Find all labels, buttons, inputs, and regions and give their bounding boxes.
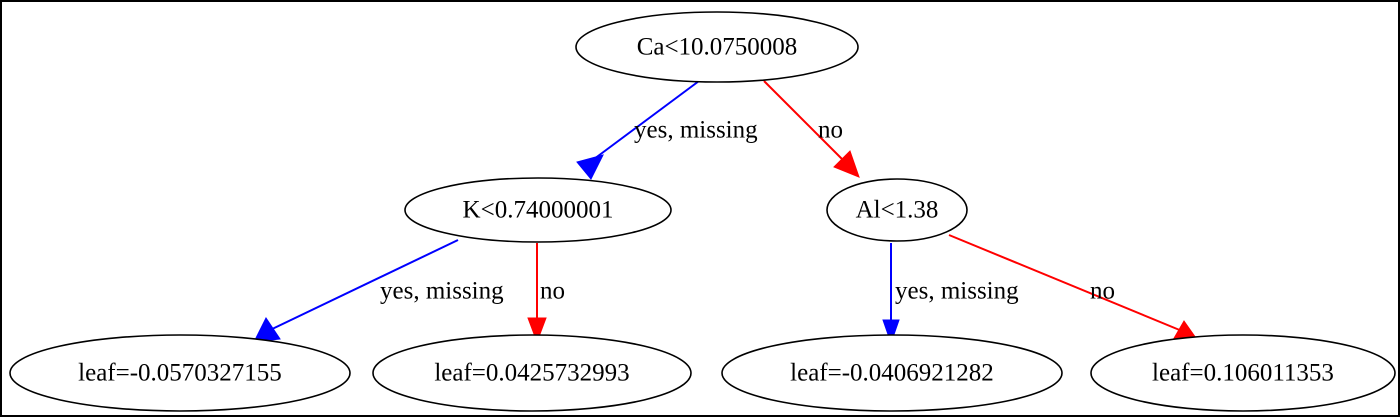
node-leaf-3[interactable]: leaf=-0.0406921282 [721, 334, 1063, 412]
node-ellipse-leaf3 [721, 334, 1063, 412]
edge-root-to-k [576, 80, 700, 180]
edge-line-root-no [763, 80, 847, 164]
edge-label-root-yes: yes, missing [634, 117, 758, 144]
node-split-k[interactable]: K<0.74000001 [404, 177, 672, 243]
edge-line-k-yes [267, 239, 459, 332]
node-label-leaf4: leaf=0.106011353 [1152, 360, 1334, 387]
edge-k-to-leaf2 [527, 243, 547, 344]
node-ellipse-leaf2 [372, 334, 692, 412]
node-ellipse-k [404, 177, 672, 243]
node-ellipse-leaf4 [1090, 334, 1396, 412]
node-label-leaf3: leaf=-0.0406921282 [790, 360, 994, 387]
node-ellipse-leaf1 [9, 334, 351, 412]
node-label-leaf2: leaf=0.0425732993 [434, 360, 629, 387]
edge-root-to-al [763, 80, 860, 178]
edge-label-al-yes: yes, missing [895, 278, 1019, 305]
node-label-k: K<0.74000001 [463, 197, 614, 224]
edge-label-root-no: no [818, 117, 843, 144]
node-leaf-4[interactable]: leaf=0.106011353 [1090, 334, 1396, 412]
node-leaf-2[interactable]: leaf=0.0425732993 [372, 334, 692, 412]
arrowhead-root-no [833, 150, 860, 178]
edge-label-al-no: no [1090, 278, 1115, 305]
arrowhead-al-yes [882, 319, 900, 345]
edge-label-k-yes: yes, missing [380, 278, 504, 305]
node-ellipse-al [826, 178, 968, 242]
arrowhead-k-no [527, 317, 547, 344]
arrowhead-root-yes [576, 154, 604, 180]
node-label-root: Ca<10.0750008 [637, 34, 798, 61]
edge-label-k-no: no [540, 278, 565, 305]
node-split-al[interactable]: Al<1.38 [826, 178, 968, 242]
node-label-leaf1: leaf=-0.0570327155 [78, 360, 282, 387]
edge-al-to-leaf3 [882, 243, 900, 345]
node-ellipse-root [575, 11, 859, 83]
edge-line-root-yes [589, 80, 700, 163]
edge-line-al-no [948, 234, 1183, 332]
node-leaf-1[interactable]: leaf=-0.0570327155 [9, 334, 351, 412]
node-label-al: Al<1.38 [856, 197, 939, 224]
node-root-ca[interactable]: Ca<10.0750008 [575, 11, 859, 83]
